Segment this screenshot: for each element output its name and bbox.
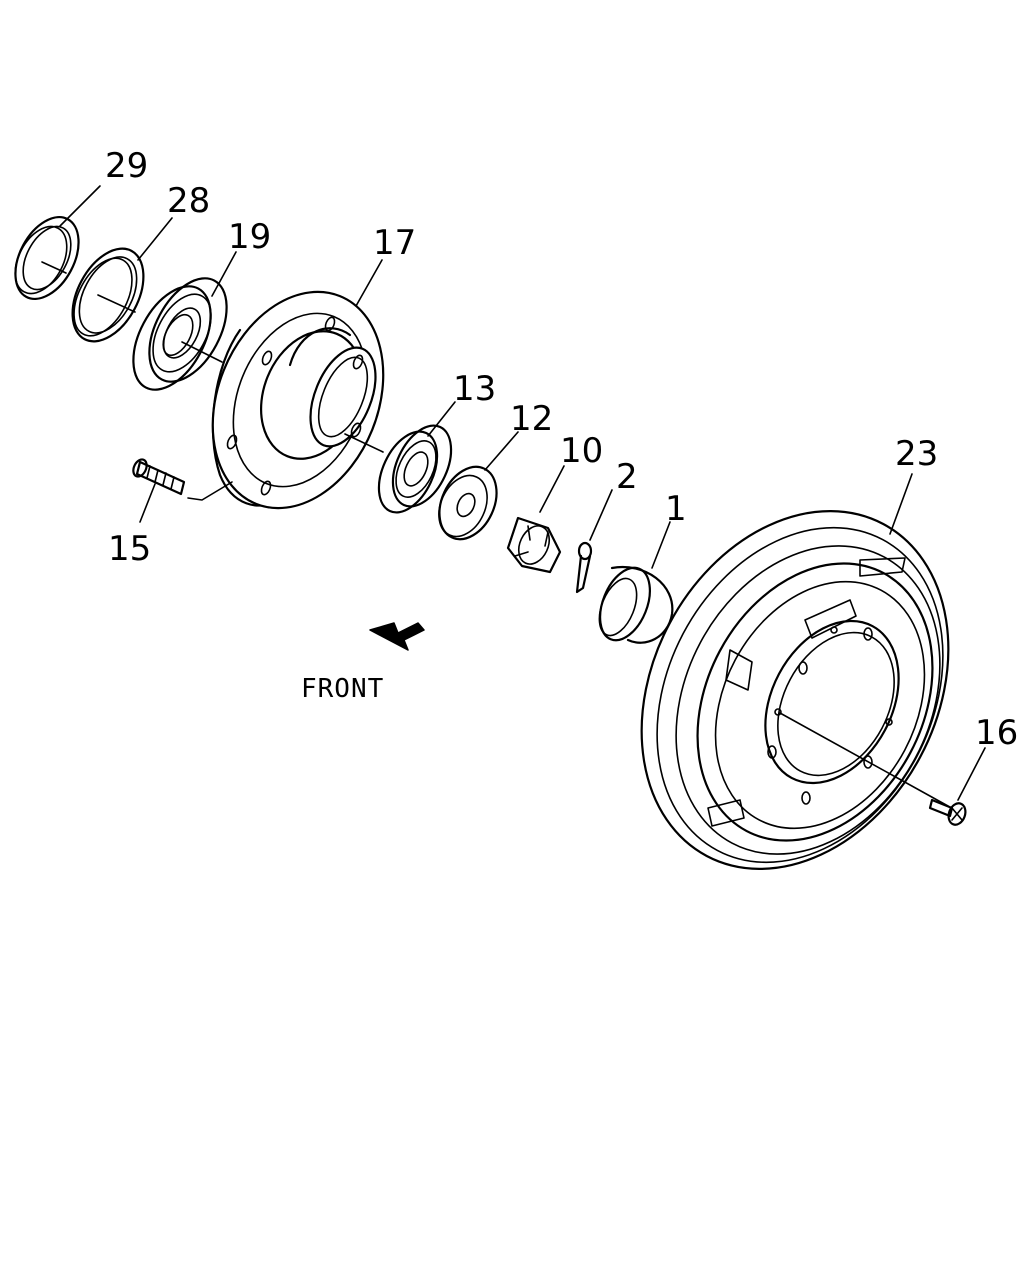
callout-23: 23 xyxy=(895,434,938,474)
callout-labels: 29 28 19 17 13 12 10 2 1 23 16 15 xyxy=(105,146,1018,753)
part-28-ring xyxy=(71,247,145,343)
front-indicator: FRONT xyxy=(301,622,425,704)
axis-lines xyxy=(41,261,384,453)
part-15-hub-bolt xyxy=(132,458,233,501)
part-2-cotter-pin xyxy=(575,541,593,594)
part-23-brake-drum xyxy=(640,510,950,870)
callout-15: 15 xyxy=(108,529,151,569)
part-19-bearing xyxy=(132,277,228,391)
front-arrow-icon xyxy=(369,622,425,651)
leader-lines xyxy=(59,185,986,801)
part-1-hub-cap xyxy=(598,565,674,644)
callout-16: 16 xyxy=(975,713,1018,753)
part-13-bearing xyxy=(377,424,453,514)
callout-19: 19 xyxy=(228,217,271,257)
front-label: FRONT xyxy=(301,674,384,704)
callout-1: 1 xyxy=(665,489,687,529)
callout-28: 28 xyxy=(167,181,210,221)
callout-29: 29 xyxy=(105,146,148,186)
part-10-castle-nut xyxy=(506,516,562,574)
part-17-hub xyxy=(211,290,385,510)
part-12-washer xyxy=(438,465,498,541)
callout-10: 10 xyxy=(560,431,603,471)
callout-13: 13 xyxy=(453,369,496,409)
part-16-screw xyxy=(928,798,967,826)
callout-12: 12 xyxy=(510,399,553,439)
callout-2: 2 xyxy=(616,457,638,497)
callout-17: 17 xyxy=(373,223,416,263)
